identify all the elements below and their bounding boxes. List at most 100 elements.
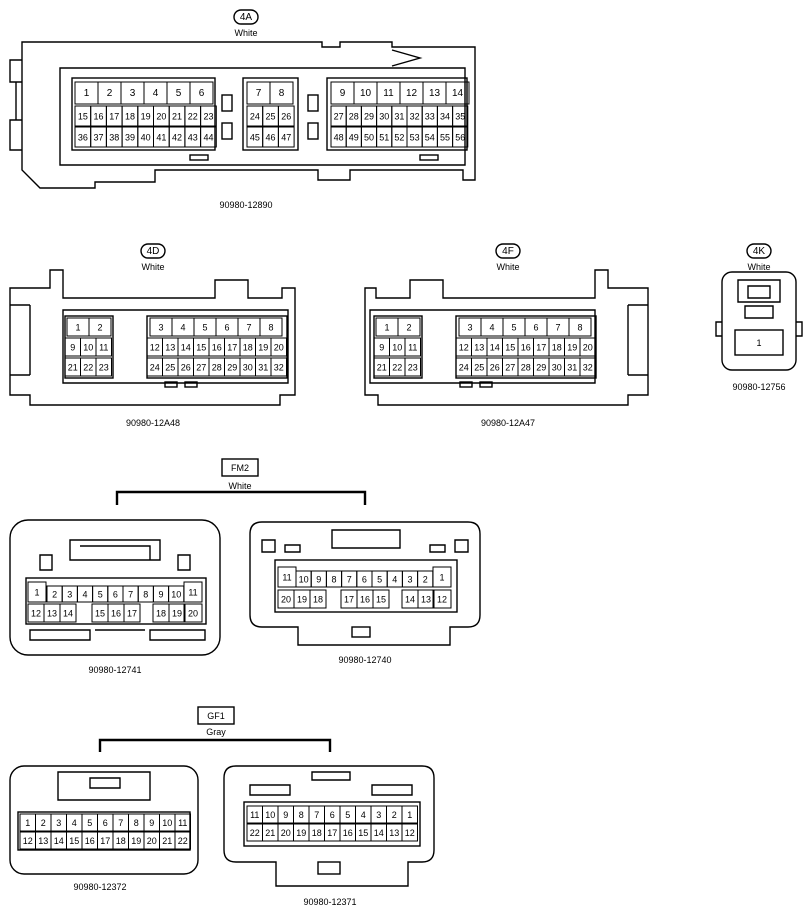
connector-12372-lock (57, 771, 151, 801)
pin-number: 23 (203, 112, 213, 122)
pin-number: 14 (405, 595, 415, 605)
pin-number: 18 (313, 595, 323, 605)
pin-number: 20 (583, 343, 593, 353)
pin-number: 4 (489, 323, 494, 333)
connector-code-badge (495, 243, 521, 259)
connector-4f-housing (364, 269, 649, 406)
pin-cell (270, 357, 287, 377)
pin-number: 9 (379, 343, 384, 353)
pin-cell (174, 813, 191, 832)
pin-number: 34 (440, 112, 450, 122)
pin-number: 13 (47, 609, 57, 619)
pin-cell (404, 337, 421, 357)
connector-4a-pin-block-1 (71, 77, 216, 151)
part-number: 90980-12740 (338, 655, 391, 665)
connector-4k-side-clips (715, 321, 803, 337)
pin-cell (401, 805, 418, 824)
pin-number: 17 (536, 343, 546, 353)
pin-cell (189, 81, 214, 105)
pin-number: 24 (150, 363, 160, 373)
pin-number: 25 (474, 363, 484, 373)
connector-4a-key (221, 94, 233, 112)
connector-4f-slot (479, 381, 493, 388)
pin-number: 20 (281, 828, 291, 838)
pin-number: 7 (256, 88, 262, 99)
pin-number: 12 (150, 343, 160, 353)
pin-number: 9 (70, 343, 75, 353)
pin-number: 49 (349, 133, 359, 143)
pin-number: 19 (141, 112, 151, 122)
pin-number: 12 (406, 88, 418, 99)
pin-number: 16 (360, 595, 370, 605)
pin-number: 1 (75, 323, 80, 333)
connector-12740-notches (261, 539, 469, 553)
part-number: 90980-12A48 (126, 418, 180, 428)
connector-4a-slot (419, 154, 439, 161)
pin-number: 1 (439, 573, 444, 583)
connector-color: White (141, 262, 164, 272)
pin-number: 11 (282, 573, 291, 583)
pin-cell (88, 317, 112, 337)
connector-color: White (747, 262, 770, 272)
pin-number: 6 (199, 88, 205, 99)
pin-number: 21 (68, 363, 78, 373)
pin-number: 7 (128, 590, 133, 600)
pin-number: 56 (455, 133, 465, 143)
pin-number: 7 (347, 575, 352, 585)
pin-number: 21 (172, 112, 182, 122)
connector-4d-slot (184, 381, 198, 388)
pin-number: 16 (521, 343, 531, 353)
pin-number: 13 (474, 343, 484, 353)
pin-number: 37 (94, 133, 104, 143)
pin-number: 36 (78, 133, 88, 143)
pin-number: 9 (283, 810, 288, 820)
part-number: 90980-12756 (732, 382, 785, 392)
connector-12372-housing (9, 765, 199, 875)
pin-cell (309, 589, 327, 609)
pin-number: 17 (227, 343, 237, 353)
pin-number: 6 (533, 323, 538, 333)
pin-cell (417, 589, 435, 609)
pin-number: 11 (250, 810, 259, 820)
connector-4a-latch (391, 49, 423, 67)
connector-4a-left-clips (9, 59, 22, 151)
pin-cell (452, 105, 469, 127)
pin-cell (183, 581, 203, 603)
pin-number: 12 (459, 343, 469, 353)
pin-number: 32 (274, 363, 284, 373)
connector-code: 4A (240, 12, 253, 23)
pin-number: 12 (23, 836, 33, 846)
pin-number: 4 (180, 323, 185, 333)
connector-color: White (496, 262, 519, 272)
pin-number: 5 (176, 88, 182, 99)
pin-number: 23 (99, 363, 109, 373)
pin-number: 20 (188, 609, 198, 619)
pin-number: 15 (196, 343, 206, 353)
connector-12740-pin-frame (274, 559, 458, 613)
pin-number: 47 (281, 133, 291, 143)
fm2-bracket (115, 490, 367, 505)
pin-number: 50 (364, 133, 374, 143)
pin-number: 29 (536, 363, 546, 373)
pin-number: 4 (392, 575, 397, 585)
pin-number: 19 (296, 828, 306, 838)
pin-number: 16 (212, 343, 222, 353)
connector-4k-pin-frame (734, 329, 784, 356)
connector-4a-key (221, 122, 233, 140)
connector-4a-slot (189, 154, 209, 161)
pin-number: 5 (511, 323, 516, 333)
pin-number: 14 (63, 609, 73, 619)
pin-number: 16 (343, 828, 353, 838)
pin-number: 44 (203, 133, 213, 143)
pin-number: 22 (83, 363, 93, 373)
connector-code-badge (746, 243, 772, 259)
part-number: 90980-12741 (88, 665, 141, 675)
pin-number: 11 (99, 343, 108, 353)
pin-cell (277, 105, 295, 127)
pin-number: 4 (82, 590, 87, 600)
pin-number: 22 (392, 363, 402, 373)
pin-number: 22 (188, 112, 198, 122)
connector-4f-slot (459, 381, 473, 388)
pin-number: 2 (392, 810, 397, 820)
